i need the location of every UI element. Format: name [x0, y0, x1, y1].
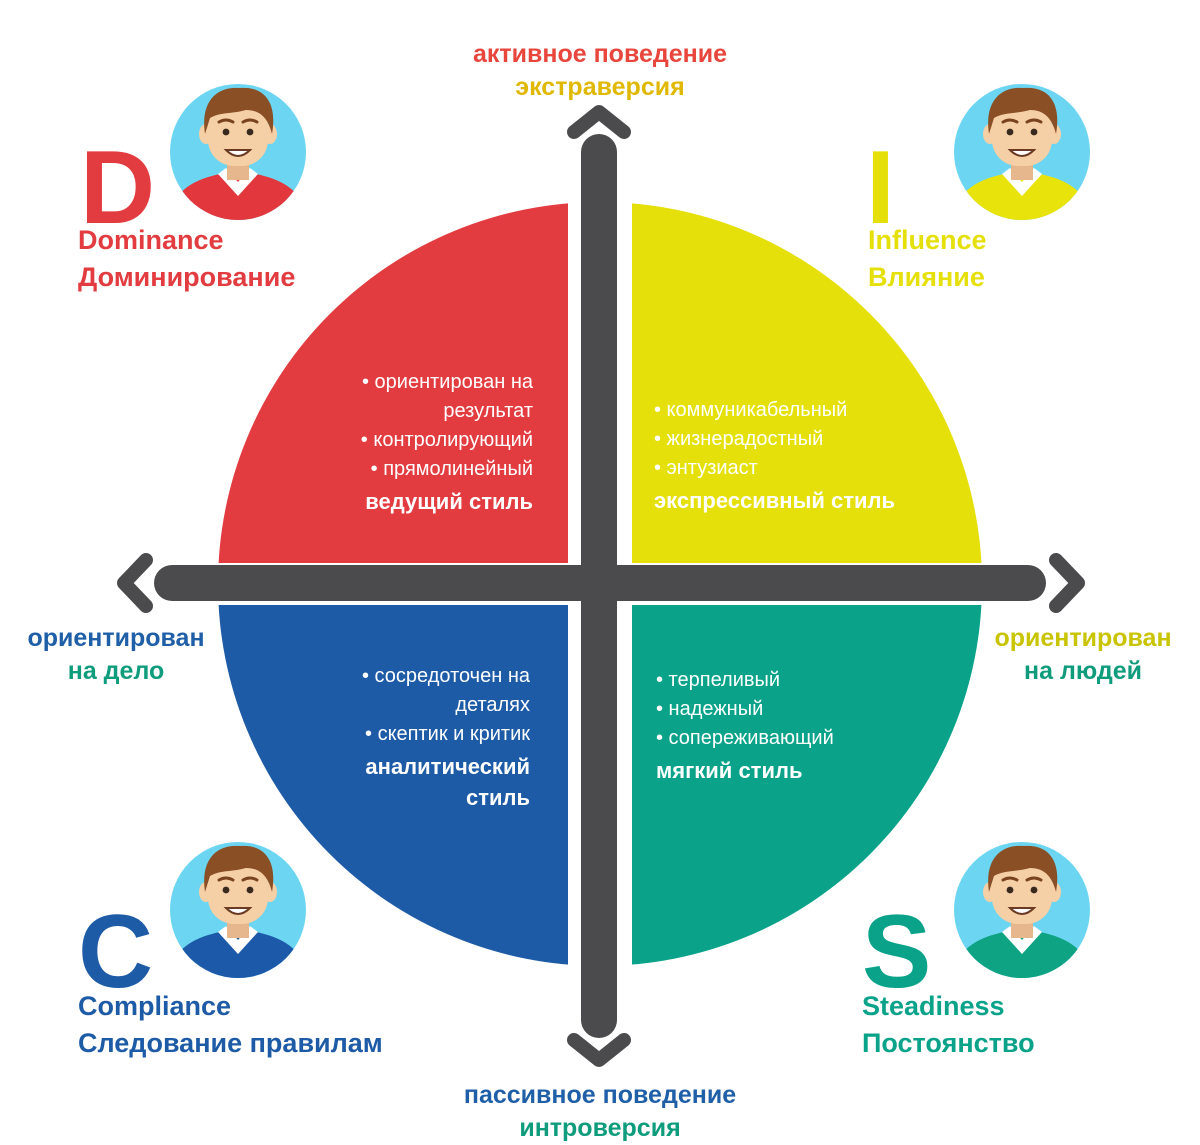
- arrow-left-icon: [117, 553, 153, 613]
- axis-label-right: ориентирован на людей: [966, 622, 1200, 688]
- avatar-steadiness: [954, 842, 1090, 978]
- axis-bottom-line2: интроверсия: [519, 1114, 681, 1142]
- face: [992, 100, 1052, 166]
- name-dominance-ru: Доминирование: [78, 262, 296, 292]
- arrow-down-icon: [567, 1033, 631, 1067]
- arrow-up-icon: [567, 105, 631, 139]
- trait-item: результат: [443, 400, 533, 422]
- axis-label-left: ориентирован на дело: [0, 622, 232, 688]
- name-compliance: Compliance Следование правилам: [78, 988, 383, 1062]
- axis-left-line2: на дело: [67, 657, 165, 685]
- hair: [204, 87, 274, 134]
- face: [208, 858, 268, 924]
- axis-bottom-line1: пассивное поведение: [463, 1081, 737, 1109]
- letter-d: D: [80, 130, 156, 246]
- letter-c: C: [78, 894, 154, 1010]
- traits-steadiness: • терпеливый • надежный • сопереживающий…: [656, 666, 956, 786]
- style-label: аналитический: [365, 754, 530, 779]
- letter-i: I: [866, 130, 895, 246]
- trait-item: • сосредоточен на: [362, 665, 530, 687]
- name-steadiness: Steadiness Постоянство: [862, 988, 1035, 1062]
- letter-s: S: [862, 894, 932, 1010]
- trait-item: деталях: [455, 694, 530, 716]
- axis-label-top: активное поведение экстраверсия: [400, 38, 800, 104]
- traits-dominance: • ориентирован на результат • контролиру…: [240, 368, 533, 517]
- name-steadiness-en: Steadiness: [862, 991, 1005, 1021]
- style-label-2: стиль: [465, 785, 530, 810]
- trait-item: • контролирующий: [360, 429, 533, 451]
- traits-influence: • коммуникабельный • жизнерадостный • эн…: [654, 396, 974, 516]
- name-influence-en: Influence: [868, 225, 987, 255]
- avatar-influence: [954, 84, 1090, 220]
- hair: [988, 87, 1058, 134]
- face: [208, 100, 268, 166]
- traits-compliance: • сосредоточен на деталях • скептик и кр…: [240, 662, 530, 813]
- trait-item: • ориентирован на: [361, 371, 533, 393]
- name-dominance: Dominance Доминирование: [78, 222, 295, 296]
- style-label: ведущий стиль: [365, 489, 533, 514]
- trait-item: • жизнерадостный: [654, 428, 824, 450]
- quadrant-influence: [600, 202, 982, 584]
- hair: [988, 845, 1058, 892]
- name-influence-ru: Влияние: [868, 262, 985, 292]
- face: [992, 858, 1052, 924]
- quadrant-compliance: [218, 584, 600, 966]
- axis-left-line1: ориентирован: [27, 624, 205, 652]
- quadrant-dominance: [218, 202, 600, 584]
- arrow-right-icon: [1049, 553, 1085, 613]
- axes: [117, 105, 1085, 1067]
- avatar-compliance: [170, 842, 306, 978]
- name-compliance-en: Compliance: [78, 991, 232, 1021]
- axis-right-line2: на людей: [1024, 657, 1142, 685]
- axis-right-line1: ориентирован: [994, 624, 1172, 652]
- style-label: мягкий стиль: [656, 758, 803, 783]
- axis-top-line2: экстраверсия: [515, 73, 685, 101]
- name-steadiness-ru: Постоянство: [862, 1028, 1035, 1058]
- trait-item: • терпеливый: [656, 669, 781, 691]
- trait-item: • сопереживающий: [656, 727, 834, 749]
- axis-top-line1: активное поведение: [472, 40, 728, 68]
- axis-label-bottom: пассивное поведение интроверсия: [400, 1079, 800, 1145]
- trait-item: • скептик и критик: [365, 723, 530, 745]
- name-dominance-en: Dominance: [78, 225, 224, 255]
- quadrant-steadiness: [600, 584, 982, 966]
- name-compliance-ru: Следование правилам: [78, 1028, 383, 1058]
- trait-item: • прямолинейный: [370, 458, 533, 480]
- trait-item: • надежный: [656, 698, 764, 720]
- hair: [204, 845, 274, 892]
- avatar-dominance: [170, 84, 306, 220]
- style-label: экспрессивный стиль: [654, 488, 896, 513]
- trait-item: • коммуникабельный: [654, 399, 848, 421]
- name-influence: Influence Влияние: [868, 222, 987, 296]
- trait-item: • энтузиаст: [654, 457, 758, 479]
